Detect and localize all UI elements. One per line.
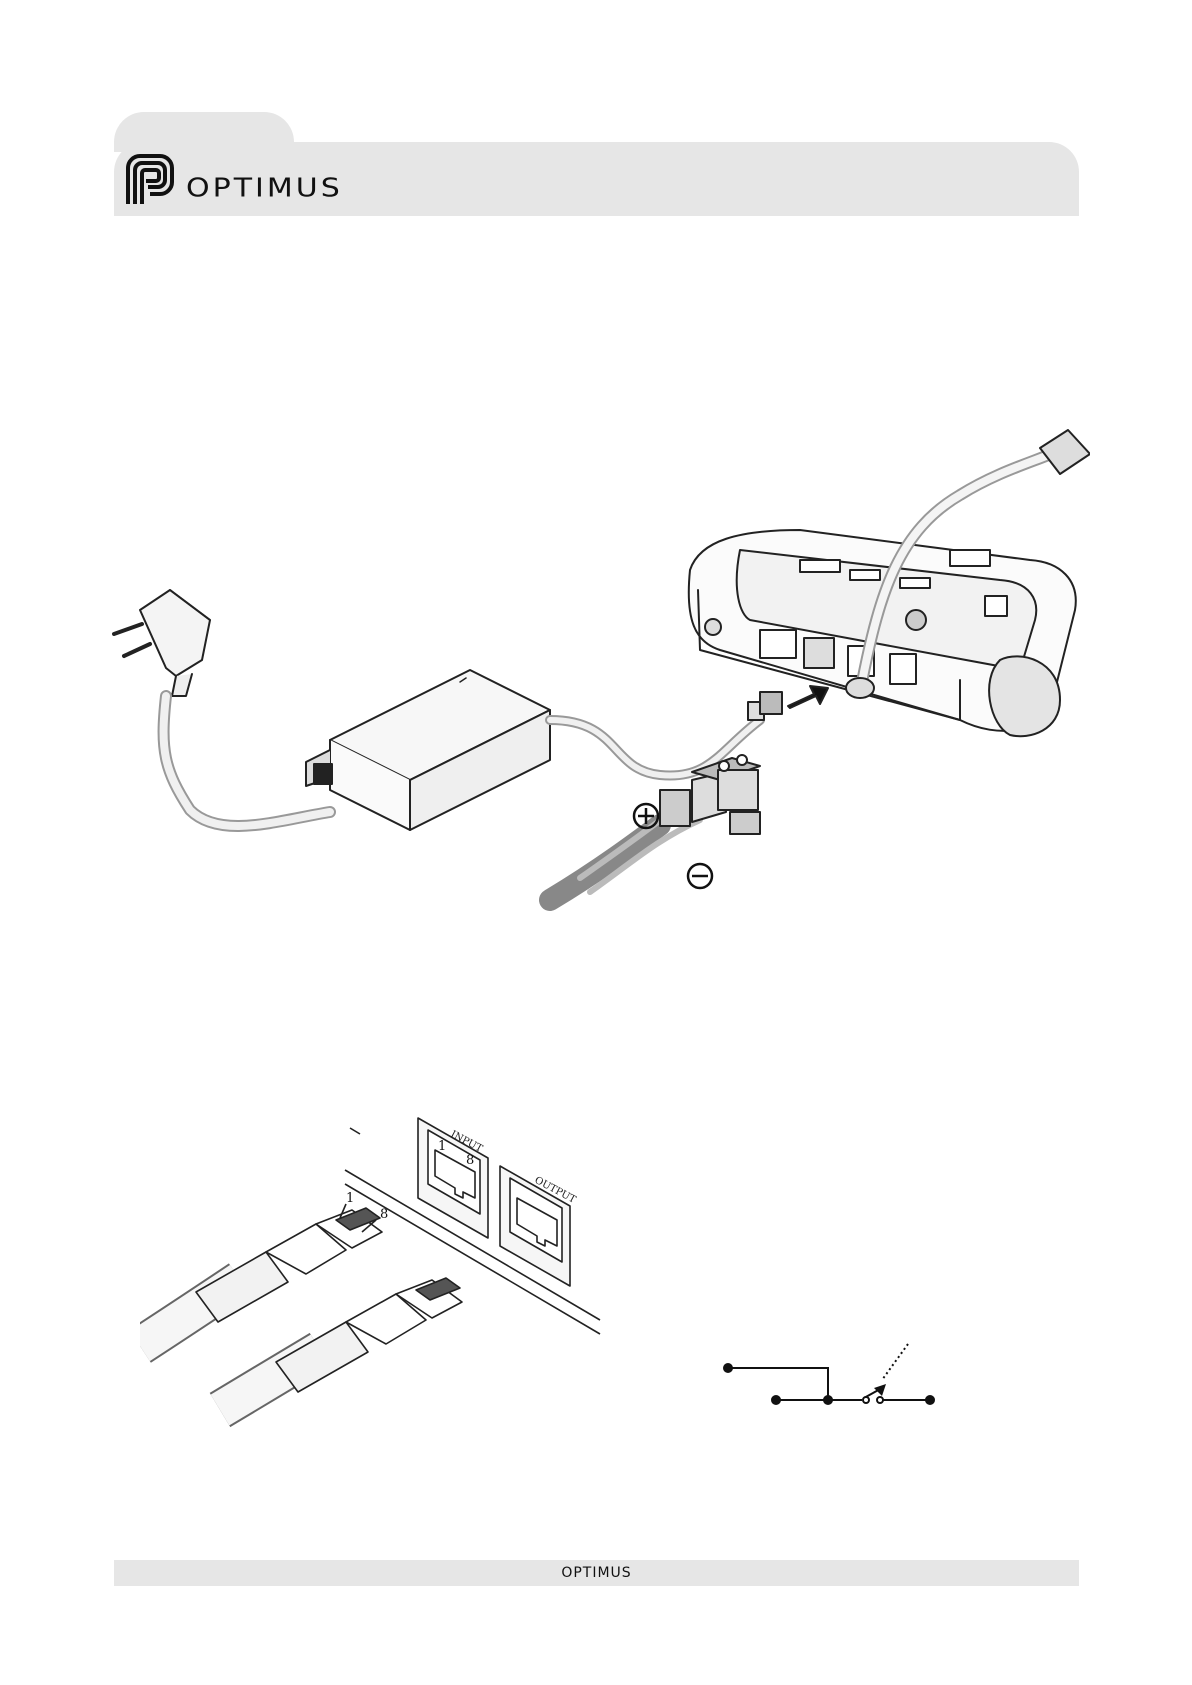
- microphone-desk-unit-icon: [689, 530, 1076, 736]
- optimus-logo-icon: [122, 152, 178, 208]
- plug-pin-first-label: 1: [346, 1191, 354, 1206]
- footer-brand: OPTIMUS: [114, 1565, 1079, 1581]
- insert-arrow-icon: [788, 686, 828, 708]
- rj45-connection-illustration: INPUT OUTPUT 1 8 1 8: [140, 1110, 610, 1430]
- power-connection-illustration: [100, 420, 1090, 940]
- header-brand: OPTIMUS: [186, 176, 343, 202]
- plug-pin-last-label: 8: [380, 1207, 388, 1222]
- power-adapter-icon: [306, 670, 550, 830]
- small-terminal-connector-icon: [748, 692, 782, 720]
- actuator-arrow-icon: [874, 1384, 886, 1396]
- footer-bar: OPTIMUS: [114, 1560, 1079, 1586]
- mains-plug-icon: [114, 590, 210, 696]
- port-pin-first-label: 1: [438, 1139, 446, 1154]
- switch-contact-schematic: [710, 1330, 950, 1410]
- minus-polarity-icon: [688, 864, 712, 888]
- port-pin-last-label: 8: [466, 1153, 474, 1168]
